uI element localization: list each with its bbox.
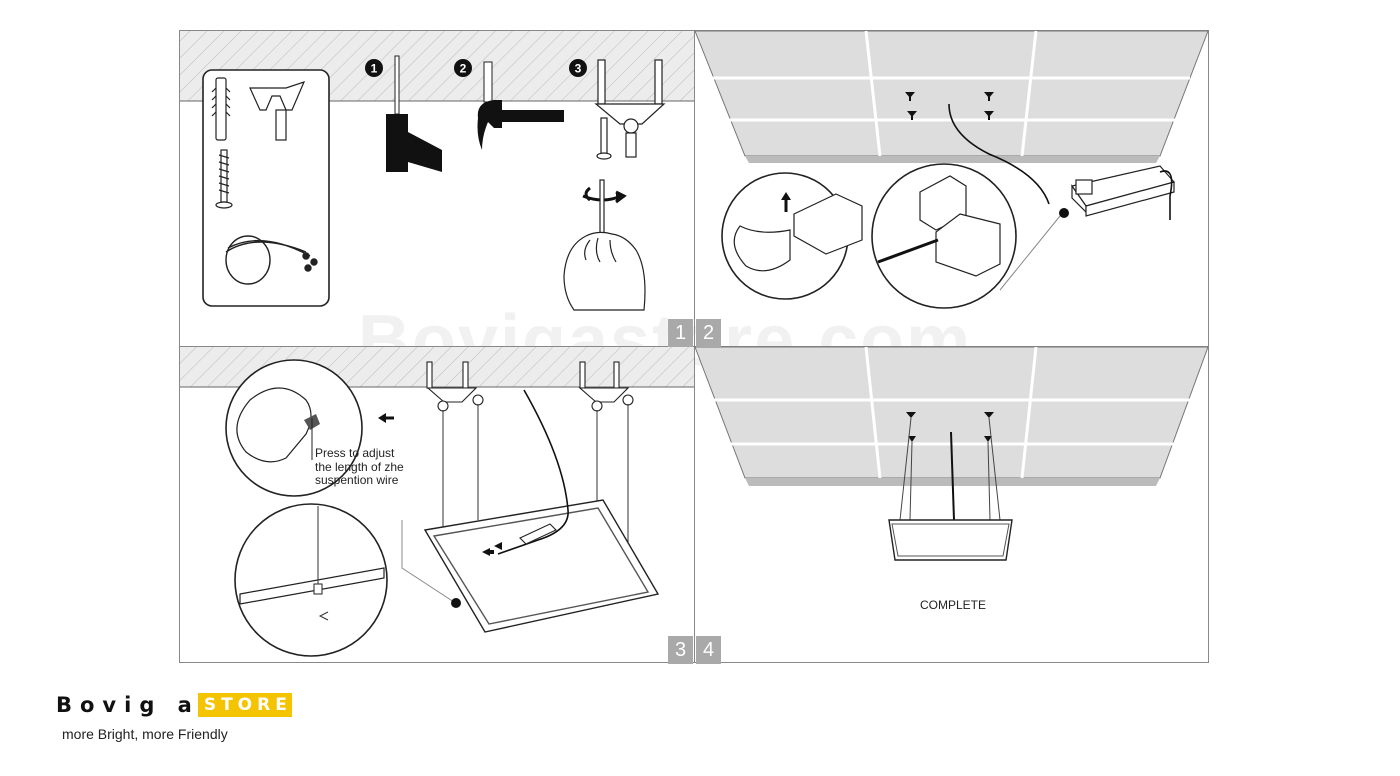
connector-dot xyxy=(1059,208,1069,218)
step-number-3: 3 xyxy=(668,636,693,664)
step-badge-3: 3 xyxy=(569,59,587,77)
detail-circle-unplug xyxy=(721,172,863,300)
leader-line xyxy=(401,520,455,603)
panel-step-3 xyxy=(180,347,694,657)
panel-step-1: 1 2 3 xyxy=(180,31,694,311)
brand-tagline: more Bright, more Friendly xyxy=(62,726,228,742)
ceiling-anchors-4 xyxy=(906,412,994,442)
wall-plug-icon xyxy=(211,77,231,141)
mounted-anchor-icon xyxy=(594,59,666,160)
adjust-note: Press to adjust the length of zhe suspen… xyxy=(315,446,404,488)
panel-step-4 xyxy=(694,346,1209,561)
step-badge-2-label: 2 xyxy=(460,62,467,76)
detail-circle-adjust xyxy=(225,359,363,497)
step-number-4: 4 xyxy=(696,636,721,664)
connect-arrows-icon xyxy=(482,542,502,556)
suspension-anchors-3 xyxy=(426,361,634,412)
panel-step-2 xyxy=(694,30,1209,309)
power-wire xyxy=(948,103,1050,205)
detail-circle-connector xyxy=(871,163,1017,309)
detail-circle-clip xyxy=(234,503,388,657)
drill-icon xyxy=(386,55,442,172)
power-wire-3 xyxy=(497,389,569,555)
brand-store-box: STORE xyxy=(197,693,292,717)
step-badge-1: 1 xyxy=(365,59,383,77)
connector-dot-3 xyxy=(451,598,461,608)
adjust-note-line-3: suspention wire xyxy=(315,473,399,487)
power-wire-4 xyxy=(950,431,955,521)
brand-name: Bovig a xyxy=(56,693,200,717)
step-number-2: 2 xyxy=(696,319,721,347)
hand-icon xyxy=(563,179,646,311)
step-number-1: 1 xyxy=(668,319,693,347)
step-badge-1-label: 1 xyxy=(371,62,378,76)
ceiling-anchors-2 xyxy=(905,92,994,120)
driver-3 xyxy=(519,523,557,545)
ceiling-grid-top xyxy=(694,30,1209,163)
led-panel-3 xyxy=(423,499,660,633)
complete-label: COMPLETE xyxy=(920,598,987,612)
led-driver-icon xyxy=(1070,165,1176,217)
led-panel-4 xyxy=(888,519,1013,561)
brand-logo: Bovig a STORE xyxy=(56,692,292,718)
hammer-icon xyxy=(477,61,564,150)
step-badge-2: 2 xyxy=(454,59,472,77)
step-badge-3-label: 3 xyxy=(575,62,582,76)
suspension-cable-icon xyxy=(225,235,318,285)
suspension-wires-4 xyxy=(899,417,1001,521)
screw-icon xyxy=(215,149,233,209)
ceiling-anchor-icon xyxy=(249,81,306,141)
adjust-note-line-1: Press to adjust xyxy=(315,446,395,460)
adjust-note-line-2: the length of zhe xyxy=(315,459,404,474)
